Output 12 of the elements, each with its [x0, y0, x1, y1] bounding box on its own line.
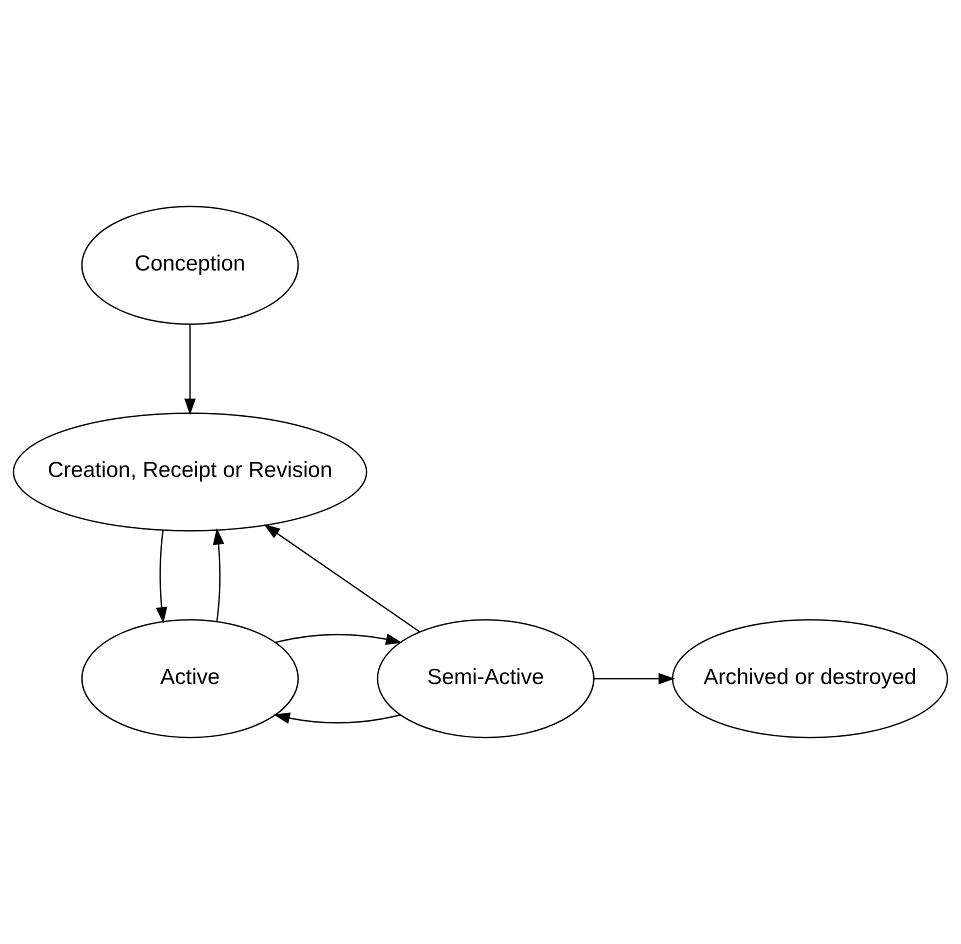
arrow — [275, 634, 402, 645]
arrow — [273, 712, 400, 724]
arrow — [184, 324, 196, 416]
node-ellipse: Creation, Receipt or Revision — [12, 412, 368, 532]
node-ellipse: Conception — [81, 206, 299, 325]
arrow — [594, 672, 675, 684]
arrow — [264, 524, 420, 632]
node-ellipse: Semi-Active — [376, 619, 594, 738]
arrow — [156, 530, 168, 624]
arrow — [212, 528, 224, 622]
node-ellipse: Archived or destroyed — [672, 619, 948, 738]
node-ellipse: Active — [81, 619, 299, 738]
